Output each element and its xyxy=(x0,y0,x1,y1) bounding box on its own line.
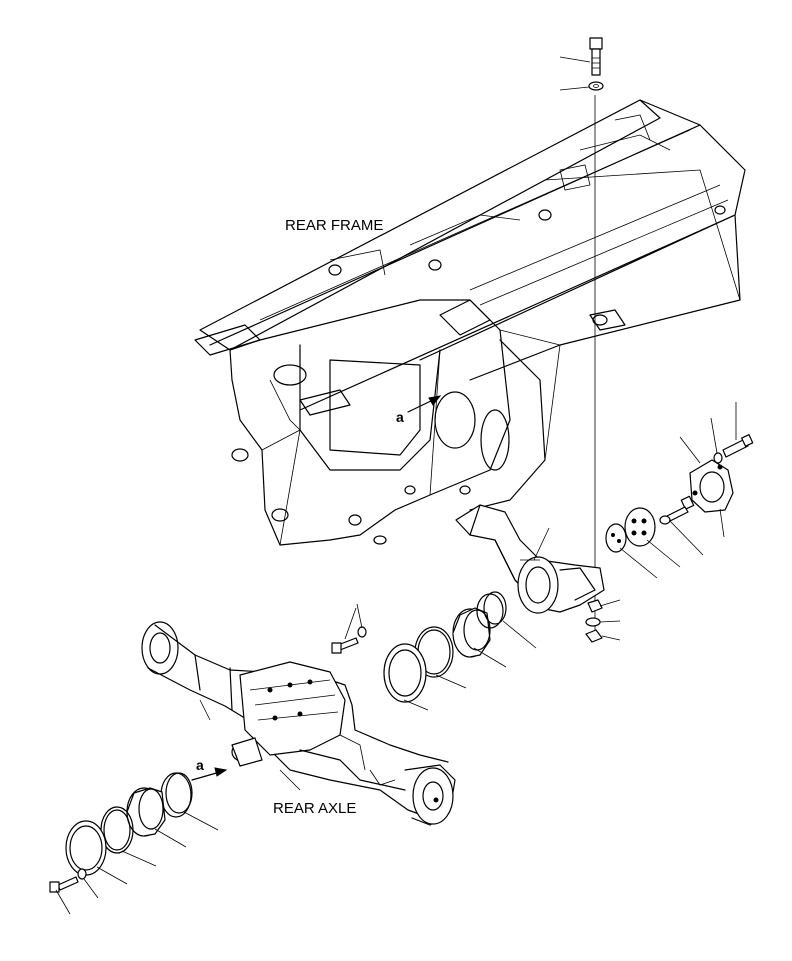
view-arrow-upper: a xyxy=(396,395,442,425)
o-ring-upper xyxy=(476,591,537,649)
lock-washer-upper-left xyxy=(356,603,367,638)
view-arrow-lower-label: a xyxy=(196,757,204,773)
bushing-upper xyxy=(452,607,507,668)
shim xyxy=(605,523,658,579)
top-washer xyxy=(559,81,604,91)
view-arrow-upper-label: a xyxy=(396,409,404,425)
bushing-lower xyxy=(126,787,187,848)
rear-frame-label: REAR FRAME xyxy=(285,217,383,234)
rear-axle xyxy=(141,621,456,826)
rear-frame xyxy=(194,99,746,546)
thrust-washer-upper xyxy=(383,643,429,711)
o-ring-lower xyxy=(160,772,219,831)
view-arrow-lower: a xyxy=(191,757,228,781)
thrust-plate xyxy=(624,507,681,568)
rear-axle-label: REAR AXLE xyxy=(273,800,356,817)
bolt-upper-left xyxy=(331,607,359,654)
axle-support-bracket xyxy=(455,504,605,614)
bolt-lower-left xyxy=(49,876,79,915)
cap-bolt xyxy=(659,495,704,556)
lock-washer-lower-left xyxy=(77,868,99,899)
lock-washer-right xyxy=(710,417,723,464)
bolt-right xyxy=(722,402,754,458)
top-bolt xyxy=(559,37,603,76)
nut-stack xyxy=(585,599,621,643)
